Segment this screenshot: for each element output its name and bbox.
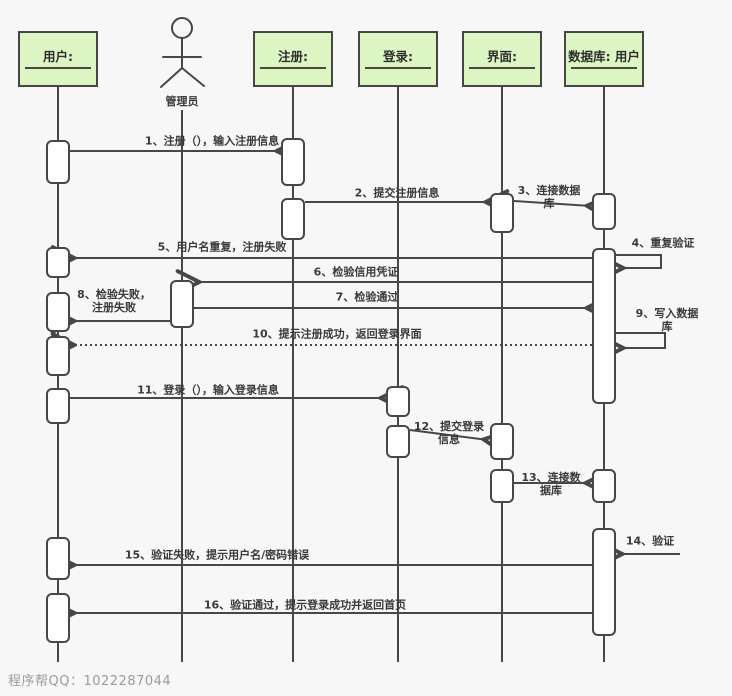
message-3-label: 3、连接数据 库	[517, 184, 581, 210]
participant-name-login: 登录:	[383, 48, 413, 64]
message-4-label: 4、重复验证	[631, 236, 695, 250]
activation-interface-2	[490, 423, 514, 460]
participant-name-underline	[469, 66, 535, 69]
activation-database-4	[592, 528, 616, 636]
message-12-line	[409, 429, 488, 440]
participant-user: 用户:	[18, 31, 98, 87]
message-10-label: 10、提示注册成功，返回登录界面	[252, 327, 422, 341]
message-2-label: 2、提交注册信息	[354, 186, 440, 200]
message-1-label: 1、注册（），输入注册信息	[144, 134, 280, 148]
lifelines-group	[57, 87, 605, 662]
activation-login-1	[386, 386, 410, 417]
self-message-group	[616, 254, 666, 348]
actor-figure	[160, 17, 205, 88]
activation-user-6	[46, 537, 70, 580]
message-3-line	[513, 201, 591, 206]
message-14-label: 14、验证	[625, 534, 675, 548]
activation-user-1	[46, 140, 70, 184]
actor-body	[160, 37, 205, 88]
participant-interface: 界面:	[462, 31, 542, 87]
participant-name-underline	[260, 66, 326, 69]
activation-admin-1	[170, 280, 194, 328]
activation-database-3	[592, 469, 616, 503]
message-9-self-loop	[616, 332, 666, 348]
message-11-label: 11、登录（），输入登录信息	[137, 383, 279, 397]
participant-name-user: 用户:	[43, 48, 73, 64]
message-7-label: 7、检验通过	[335, 290, 399, 304]
activation-user-3	[46, 292, 70, 332]
participant-database: 数据库: 用户	[564, 31, 644, 87]
message-6-label: 6、检验信用凭证	[313, 265, 399, 279]
activation-user-7	[46, 593, 70, 643]
activation-interface-1	[490, 193, 514, 233]
watermark-text: 程序帮QQ：1022287044	[8, 674, 172, 689]
activation-login-2	[386, 425, 410, 458]
message-9-label: 9、写入数据库	[635, 307, 699, 333]
actor-label: 管理员	[165, 95, 199, 108]
activation-interface-3	[490, 469, 514, 503]
participant-register: 注册:	[253, 31, 333, 87]
activation-database-2	[592, 248, 616, 404]
participant-name-register: 注册:	[278, 48, 308, 64]
message-arrows-group	[70, 151, 680, 613]
activation-user-4	[46, 336, 70, 376]
participant-name-database: 数据库: 用户	[568, 48, 640, 64]
activation-database-1	[592, 193, 616, 230]
activation-register-1	[281, 138, 305, 186]
message-15-label: 15、验证失败，提示用户名/密码错误	[124, 548, 310, 562]
participant-login: 登录:	[358, 31, 438, 87]
activation-user-5	[46, 388, 70, 424]
message-8-label: 8、检验失败， 注册失败	[77, 288, 151, 314]
participant-name-underline	[365, 66, 431, 69]
message-12-label: 12、提交登录 信息	[413, 420, 485, 446]
message-5-label: 5、用户名重复，注册失败	[157, 240, 287, 254]
message-13-label: 13、连接数 据库	[521, 471, 581, 497]
actor-head	[171, 17, 193, 39]
message-16-label: 16、验证通过，提示登录成功并返回首页	[203, 598, 407, 612]
message-4-self-loop	[616, 254, 662, 268]
participant-name-underline	[25, 66, 91, 69]
activation-register-2	[281, 198, 305, 240]
participant-name-interface: 界面:	[487, 48, 517, 64]
participant-name-underline	[571, 66, 637, 69]
activation-user-2	[46, 247, 70, 278]
